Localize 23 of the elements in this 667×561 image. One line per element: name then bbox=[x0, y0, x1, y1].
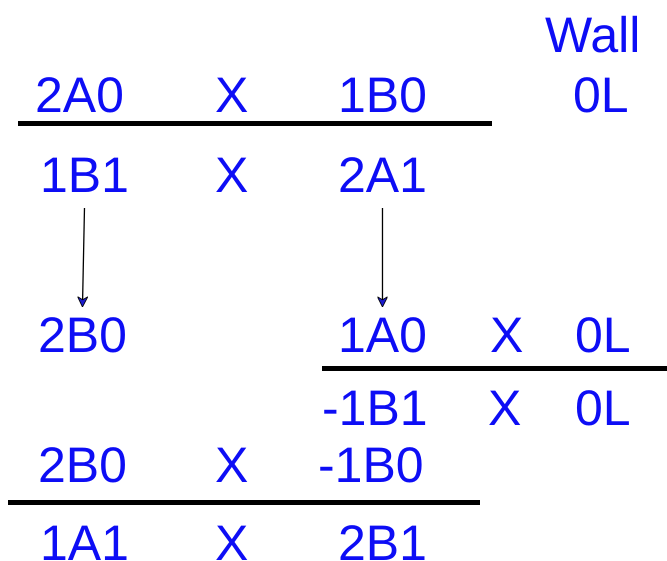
genotype-text: 2B0 bbox=[38, 310, 127, 360]
cross-label: X bbox=[488, 383, 522, 433]
genotype-text: 1A0 bbox=[338, 310, 427, 360]
genotype-text: 1B1 bbox=[40, 150, 129, 200]
cross-label: -1B0 bbox=[318, 440, 424, 490]
cross-label: 2B1 bbox=[338, 518, 427, 561]
cross-label: X bbox=[490, 310, 524, 360]
cross-label: 1A1 bbox=[40, 518, 129, 561]
cross-label: X bbox=[215, 70, 248, 120]
cross-label: X bbox=[215, 150, 248, 200]
genotype-text: 2A1 bbox=[338, 150, 427, 200]
arrow bbox=[77, 208, 88, 308]
arrow bbox=[376, 208, 388, 308]
cross-label: 1B0 bbox=[338, 70, 427, 120]
cross-label: -1B1 bbox=[322, 383, 428, 433]
cross-label: X bbox=[215, 440, 248, 490]
cross-label: Wall bbox=[545, 10, 640, 60]
cross-label: 2A0 bbox=[35, 70, 124, 120]
cross-label: 2B0 bbox=[38, 440, 127, 490]
cross-label: X bbox=[215, 518, 248, 561]
cross-label: 0L bbox=[575, 383, 631, 433]
cross-label: 0L bbox=[573, 70, 629, 120]
cross-label: 0L bbox=[575, 310, 631, 360]
